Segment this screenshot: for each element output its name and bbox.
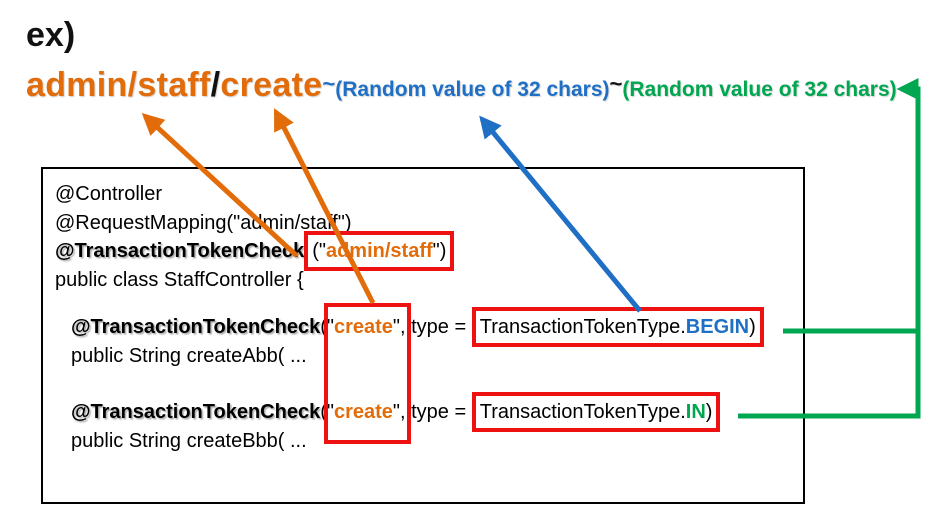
code-line-method-a: public String createAbb( ...: [71, 345, 307, 367]
example-heading: ex): [26, 16, 76, 54]
open-paren-quote: (": [312, 240, 326, 262]
url-separator: /: [210, 66, 221, 104]
quote: ": [392, 401, 401, 423]
highlight-create-box: [323, 303, 411, 444]
create-value-2: create: [333, 401, 393, 423]
token-type-prefix: TransactionTokenType.: [479, 316, 686, 338]
url-tilde-value: ~: [609, 71, 623, 96]
code-block: @Controller @RequestMapping("admin/staff…: [41, 167, 805, 504]
type-param: , type =: [400, 316, 472, 338]
highlight-begin-box: TransactionTokenType.BEGIN): [471, 307, 764, 347]
highlight-in-box: TransactionTokenType.IN): [471, 392, 721, 432]
type-param: , type =: [400, 401, 472, 423]
quote: ": [392, 316, 401, 338]
token-type-begin: BEGIN: [685, 316, 750, 338]
code-line-controller: @Controller: [55, 183, 163, 205]
code-line-token-check-class: @TransactionTokenCheck("admin/staff"): [55, 231, 455, 271]
annotation-token-check: @TransactionTokenCheck: [71, 401, 321, 423]
create-value-1: create: [333, 316, 393, 338]
url-token-name-label: (Random value of 32 chars): [335, 78, 610, 101]
quote-close-paren: "): [432, 240, 447, 262]
close-paren: ): [705, 401, 713, 423]
url-action: create: [220, 66, 323, 104]
highlight-namespace-box: ("admin/staff"): [304, 231, 455, 271]
url-token-value-label: (Random value of 32 chars): [622, 78, 897, 101]
url-example: admin/staff/create~(Random value of 32 c…: [26, 66, 897, 105]
code-line-token-check-in: @TransactionTokenCheck("create", type = …: [71, 392, 721, 432]
token-type-in: IN: [685, 401, 706, 423]
close-paren: ): [749, 316, 756, 338]
token-type-prefix: TransactionTokenType.: [479, 401, 686, 423]
code-line-method-b: public String createBbb( ...: [71, 430, 307, 452]
url-tilde-token: ~: [322, 71, 336, 96]
code-line-token-check-begin: @TransactionTokenCheck("create", type = …: [71, 307, 764, 347]
url-base: admin/staff: [26, 66, 211, 104]
namespace-value: admin/staff: [325, 240, 433, 262]
annotation-token-check: @TransactionTokenCheck: [55, 240, 305, 262]
code-line-class-decl: public class StaffController {: [55, 269, 304, 291]
annotation-token-check: @TransactionTokenCheck: [71, 316, 321, 338]
